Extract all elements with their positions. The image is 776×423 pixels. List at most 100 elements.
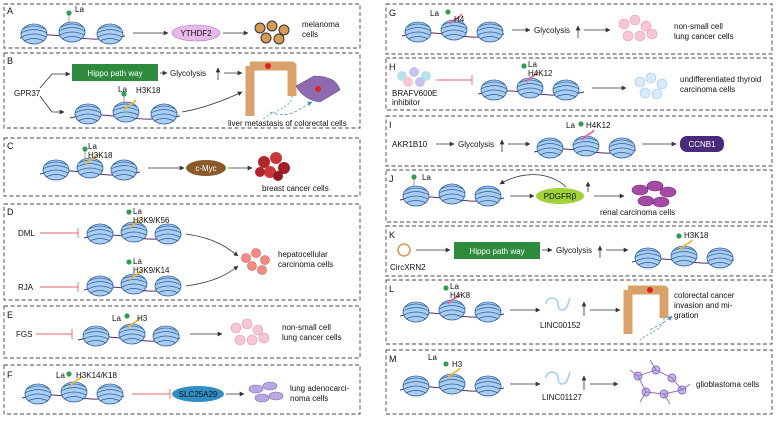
cell-label: undifferentiated thyroid bbox=[680, 75, 761, 84]
pathway-label: Hippo path way bbox=[87, 69, 142, 78]
breast-cancer-cells-icon bbox=[255, 152, 290, 181]
renal-carcinoma-cells-icon bbox=[631, 180, 677, 208]
cell-label-2: cells bbox=[302, 30, 318, 39]
nucleosome-icon bbox=[474, 185, 502, 207]
ccnb1-label: CCNB1 bbox=[688, 140, 716, 149]
nucleosome-icon bbox=[402, 185, 430, 207]
circrna-icon bbox=[397, 243, 411, 257]
gene-label: GPR37 bbox=[14, 89, 41, 98]
nucleosome-icon bbox=[608, 137, 636, 159]
colon-icon bbox=[623, 285, 669, 341]
panel-m-frame bbox=[385, 349, 773, 415]
panel-d-letter: D bbox=[7, 207, 14, 217]
panel-c-letter: C bbox=[7, 141, 14, 151]
mark-label: H3 bbox=[137, 314, 148, 323]
panel-b: B GPR37 Hippo path way Glycolysis La H3K… bbox=[3, 52, 361, 129]
panel-m: M La H3 LINC01127 glioblastoma cells bbox=[385, 349, 773, 415]
lactyl-label: La bbox=[88, 142, 97, 151]
cmyc-label: c-Myc bbox=[195, 164, 216, 173]
panel-k-letter: K bbox=[389, 230, 395, 240]
nucleosome-icon bbox=[480, 79, 508, 101]
nucleosome-icon bbox=[58, 21, 86, 43]
lactyl-dot-icon bbox=[126, 259, 132, 265]
nucleosome-icon bbox=[24, 383, 52, 405]
nucleosome-icon bbox=[706, 247, 734, 269]
mark-label: H3K18 bbox=[684, 231, 709, 240]
nucleosome-icon bbox=[474, 301, 502, 323]
mark-label: H4K12 bbox=[528, 69, 553, 78]
lactyl-dot-icon bbox=[676, 233, 682, 239]
cell-label: renal carcinoma cells bbox=[600, 208, 675, 217]
drug-label: FGS bbox=[16, 330, 32, 339]
lactyl-dot-icon bbox=[521, 63, 527, 69]
mark-label: H3K18 bbox=[88, 151, 113, 160]
rna-label: LINC01127 bbox=[542, 393, 582, 402]
nucleosome-icon bbox=[82, 325, 110, 347]
cell-label: non-small cell bbox=[674, 22, 723, 31]
cell-label: melanoma bbox=[302, 20, 340, 29]
cell-label: lung adenocarci- bbox=[290, 384, 349, 393]
lactyl-label: La bbox=[56, 371, 65, 380]
mark-label: H4 bbox=[454, 15, 465, 24]
lactyl-label: La bbox=[428, 353, 437, 362]
cell-label: glioblastoma cells bbox=[696, 380, 759, 389]
lactyl-dot-icon bbox=[82, 146, 88, 152]
drug-label-2: inhibitor bbox=[392, 98, 420, 107]
cell-label: colorectal cancer bbox=[674, 291, 735, 300]
lactyl-label: La bbox=[566, 121, 575, 130]
nucleosome-icon bbox=[118, 323, 146, 345]
hippo-pathway-box bbox=[72, 64, 158, 81]
panel-e-frame bbox=[3, 305, 361, 359]
lung-adenocarcinoma-cells-icon bbox=[248, 381, 284, 403]
hepatocellular-cells-icon bbox=[241, 248, 270, 275]
cmyc-protein-icon bbox=[186, 160, 226, 176]
panel-d-frame bbox=[3, 203, 361, 301]
panel-k-frame bbox=[385, 225, 773, 277]
cell-label-2: noma cells bbox=[290, 394, 328, 403]
nucleosome-icon bbox=[438, 299, 466, 321]
slc25a29-label: SLC25A29 bbox=[179, 390, 218, 399]
mark-label: H3K14/K18 bbox=[76, 371, 117, 380]
nucleosome-icon bbox=[404, 21, 432, 43]
cell-label: non-small cell bbox=[282, 323, 331, 332]
panel-g: G La H4 Glycolysis non-small cell lung c… bbox=[385, 3, 773, 55]
panel-c: C La H3K18 c-Myc breast cancer cells bbox=[3, 137, 361, 197]
lactyl-dot-icon bbox=[66, 371, 72, 377]
lactyl-label: La bbox=[422, 173, 431, 182]
panel-l-letter: L bbox=[389, 284, 394, 294]
ccnb1-protein-icon bbox=[680, 136, 724, 152]
lactyl-label: La bbox=[430, 9, 439, 18]
cell-label-2: carcinoma cells bbox=[278, 260, 333, 269]
mark-label: H3K9/K14 bbox=[133, 266, 170, 275]
panel-c-frame bbox=[3, 137, 361, 197]
panel-l: L La H4K8 LINC00152 colorectal cancer in… bbox=[385, 279, 773, 345]
nucleosome-icon bbox=[402, 375, 430, 397]
panel-i-letter: I bbox=[389, 120, 392, 130]
pdgfrb-label: PDGFRβ bbox=[544, 192, 577, 201]
nucleosome-icon bbox=[110, 159, 138, 181]
nucleosome-icon bbox=[20, 23, 48, 45]
pathway-label: Hippo path way bbox=[469, 247, 524, 256]
nucleosome-icon bbox=[86, 223, 114, 245]
lactyl-label: La bbox=[75, 5, 84, 14]
nucleosome-icon bbox=[42, 159, 70, 181]
cell-label-2: invasion and mi- bbox=[674, 301, 733, 310]
panel-e: E FGS La H3 non-small cell lung cancer c… bbox=[3, 305, 361, 359]
nucleosome-icon bbox=[74, 103, 102, 125]
nucleosome-icon bbox=[634, 247, 662, 269]
cell-label-2: lung cancer cells bbox=[674, 32, 734, 41]
nucleosome-icon bbox=[60, 381, 88, 403]
melanoma-cells-icon bbox=[254, 20, 290, 45]
lactyl-dot-icon bbox=[443, 361, 449, 367]
mark-label: H3K18 bbox=[136, 86, 161, 95]
hippo-pathway-box bbox=[454, 242, 540, 259]
thyroid-carcinoma-cells-icon bbox=[634, 72, 668, 100]
lactyl-dot-icon bbox=[126, 209, 132, 215]
mark-label: H3 bbox=[452, 360, 463, 369]
panel-i: I AKR1B10 Glycolysis La H4K12 CCNB1 bbox=[385, 115, 773, 167]
process-label: Glycolysis bbox=[534, 26, 570, 35]
lncrna-icon bbox=[545, 371, 571, 385]
nucleosome-icon bbox=[476, 21, 504, 43]
